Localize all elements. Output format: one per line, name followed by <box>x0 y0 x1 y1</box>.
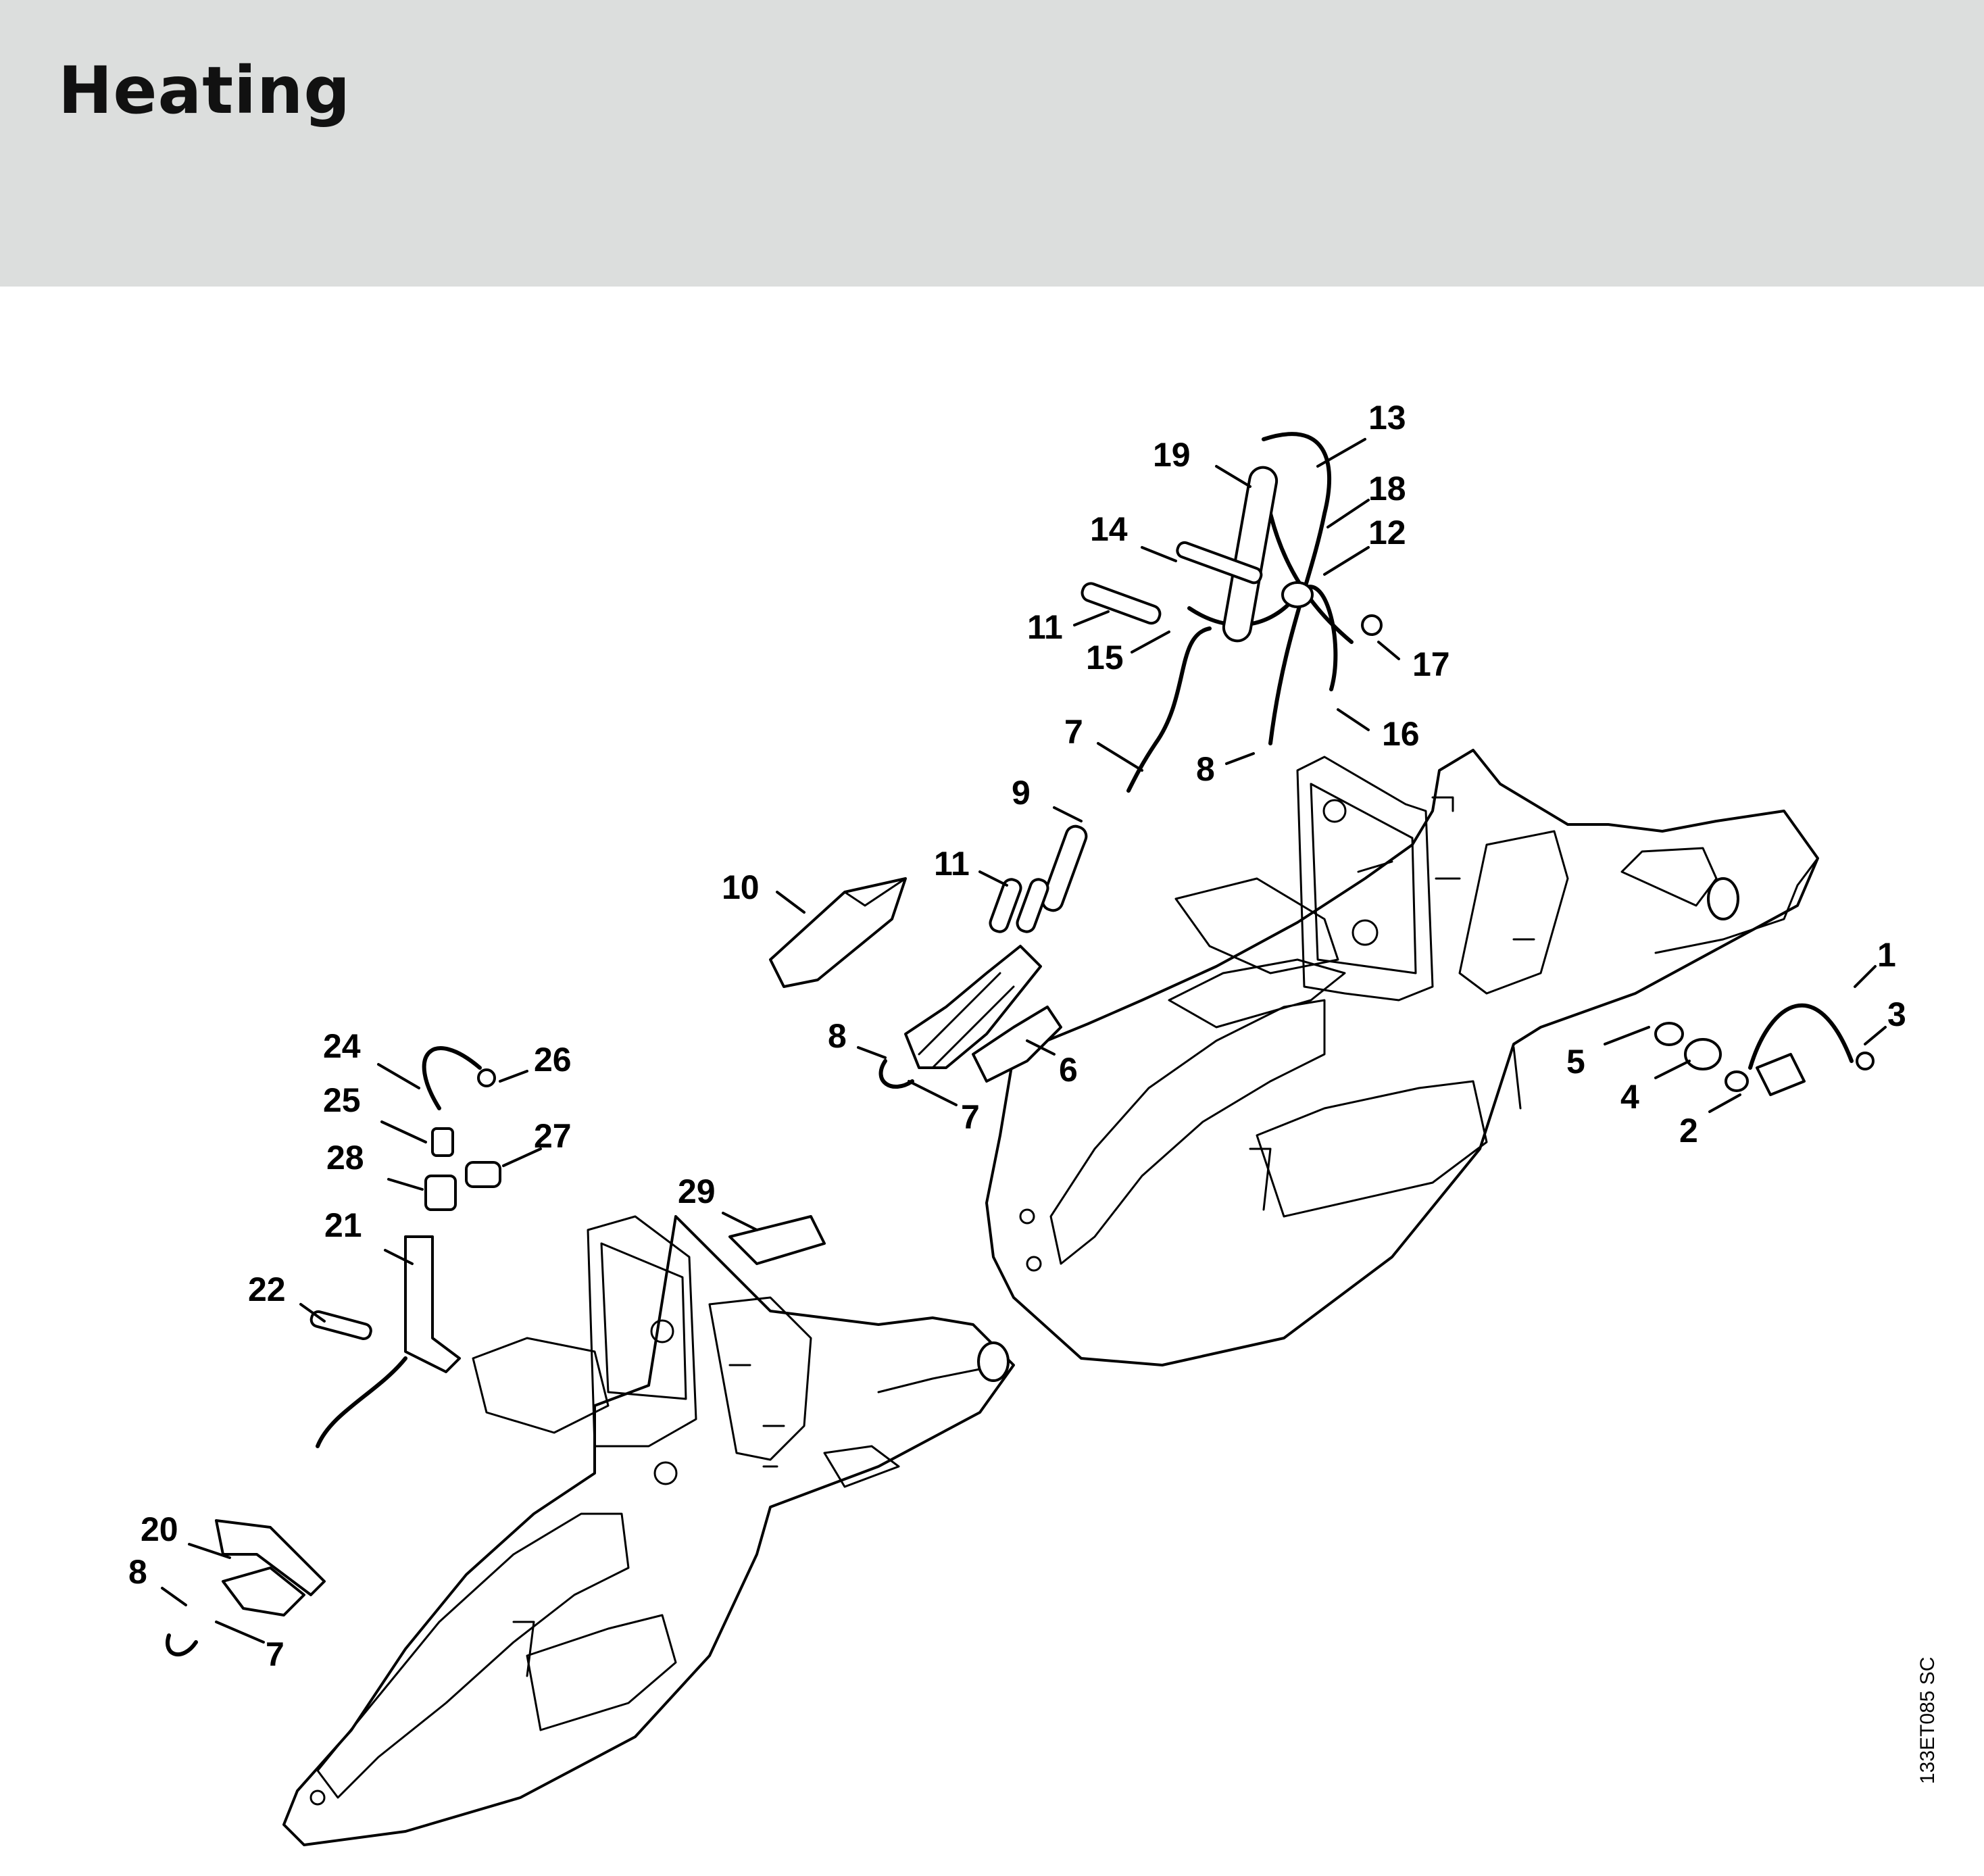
callout-label: 8 <box>828 1017 847 1055</box>
callout-label: 8 <box>1196 750 1215 788</box>
callout-label: 7 <box>266 1635 284 1673</box>
callout-label: 6 <box>1059 1051 1078 1089</box>
callout-label: 12 <box>1368 514 1406 551</box>
callout-label: 7 <box>1064 713 1083 751</box>
callout-label: 4 <box>1620 1078 1639 1116</box>
insulating-tube <box>989 824 1088 933</box>
callout-labels: 13 19 18 14 12 11 15 17 16 7 8 9 11 10 8… <box>128 399 1906 1673</box>
callout-label: 15 <box>1086 639 1124 676</box>
page-title: Heating <box>58 53 351 128</box>
callout-label: 7 <box>961 1098 980 1136</box>
callout-label: 28 <box>326 1139 364 1177</box>
cover-block <box>769 877 907 988</box>
callout-label: 8 <box>128 1553 147 1591</box>
header-bar: Heating <box>0 0 1984 287</box>
callout-label: 9 <box>1012 774 1031 812</box>
wiring-harness <box>1126 432 1383 793</box>
callout-label: 25 <box>323 1081 361 1119</box>
callout-label: 22 <box>248 1270 286 1308</box>
callout-label: 17 <box>1412 645 1450 683</box>
callout-label: 11 <box>1027 608 1063 646</box>
callout-label: 18 <box>1368 470 1406 508</box>
callout-label: 26 <box>534 1041 572 1079</box>
callout-label: 16 <box>1382 715 1420 753</box>
callout-label: 21 <box>324 1206 362 1244</box>
callout-label: 13 <box>1368 399 1406 437</box>
callout-label: 2 <box>1679 1112 1698 1150</box>
callout-leaders <box>161 438 1887 1644</box>
callout-label: 20 <box>141 1510 178 1548</box>
callout-label: 1 <box>1877 936 1896 974</box>
callout-label: 3 <box>1887 995 1906 1033</box>
right-handle-housing <box>985 749 1819 1366</box>
callout-label: 14 <box>1090 510 1128 548</box>
callout-label: 24 <box>323 1027 361 1065</box>
callout-label: 27 <box>534 1117 572 1155</box>
switch-and-cable-1-3 <box>1654 1003 1875 1096</box>
callout-label: 10 <box>722 868 760 906</box>
left-handle-housing <box>282 1215 1015 1846</box>
heating-element-right <box>878 945 1062 1089</box>
callout-label: 29 <box>678 1172 716 1210</box>
callout-label: 19 <box>1153 436 1191 474</box>
contact-sleeve-pair <box>1081 541 1263 625</box>
callout-label: 5 <box>1566 1043 1585 1081</box>
drawing-reference-code: 133ET085 SC <box>1916 1656 1939 1784</box>
left-small-parts <box>166 1046 826 1657</box>
callout-label: 11 <box>934 845 970 883</box>
